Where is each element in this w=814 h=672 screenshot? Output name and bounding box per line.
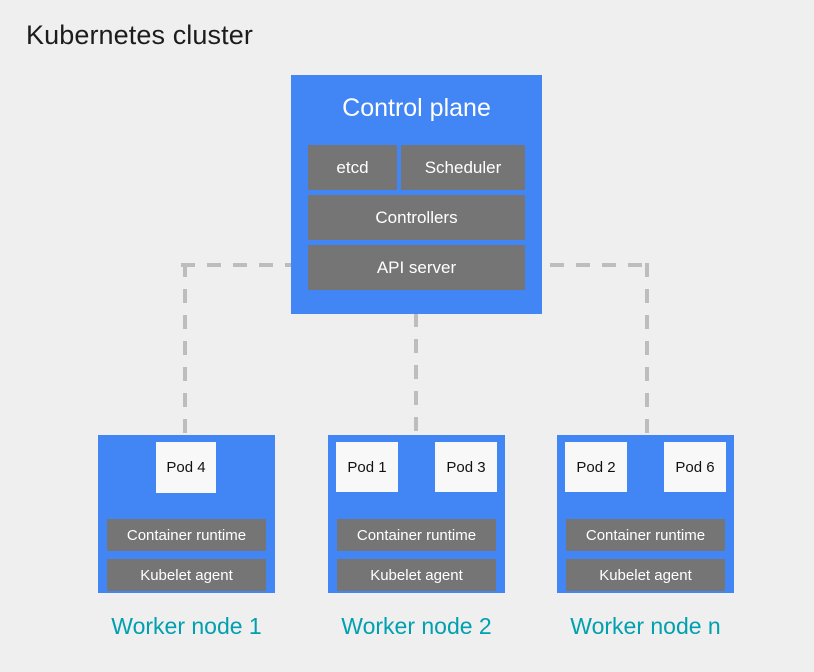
worker-node-n-kubelet-agent[interactable]: Kubelet agent xyxy=(566,559,725,591)
worker-node-1-kubelet-agent[interactable]: Kubelet agent xyxy=(107,559,266,591)
connector-api-to-worker-n-vertical xyxy=(645,263,649,437)
connector-api-to-worker-1-horizontal xyxy=(181,263,309,267)
connector-api-to-worker-1-vertical xyxy=(183,263,187,437)
connector-api-to-worker-2-vertical xyxy=(414,313,418,437)
control-plane-component-scheduler[interactable]: Scheduler xyxy=(401,145,525,190)
pod-box[interactable]: Pod 1 xyxy=(336,442,398,492)
worker-node-2-container-runtime[interactable]: Container runtime xyxy=(337,519,496,551)
control-plane-title: Control plane xyxy=(342,94,491,122)
worker-node-1-box[interactable]: Pod 4 Container runtime Kubelet agent xyxy=(98,435,275,593)
page-title: Kubernetes cluster xyxy=(26,20,253,50)
pod-box[interactable]: Pod 6 xyxy=(664,442,726,492)
pod-box[interactable]: Pod 4 xyxy=(156,442,216,493)
control-plane-component-api-server[interactable]: API server xyxy=(308,245,525,290)
control-plane-box[interactable]: Control plane etcd Scheduler Controllers… xyxy=(291,75,542,314)
worker-node-1-label: Worker node 1 xyxy=(111,613,262,639)
worker-node-2-kubelet-agent[interactable]: Kubelet agent xyxy=(337,559,496,591)
worker-node-n-box[interactable]: Pod 2 Pod 6 Container runtime Kubelet ag… xyxy=(557,435,734,593)
control-plane-component-etcd[interactable]: etcd xyxy=(308,145,397,190)
connector-api-to-worker-n-horizontal xyxy=(524,263,651,267)
pod-box[interactable]: Pod 2 xyxy=(565,442,627,492)
worker-node-2-box[interactable]: Pod 1 Pod 3 Container runtime Kubelet ag… xyxy=(328,435,505,593)
pod-box[interactable]: Pod 3 xyxy=(435,442,497,492)
worker-node-n-container-runtime[interactable]: Container runtime xyxy=(566,519,725,551)
control-plane-component-controllers[interactable]: Controllers xyxy=(308,195,525,240)
worker-node-2-label: Worker node 2 xyxy=(341,613,492,639)
worker-node-1-container-runtime[interactable]: Container runtime xyxy=(107,519,266,551)
worker-node-n-label: Worker node n xyxy=(570,613,721,639)
